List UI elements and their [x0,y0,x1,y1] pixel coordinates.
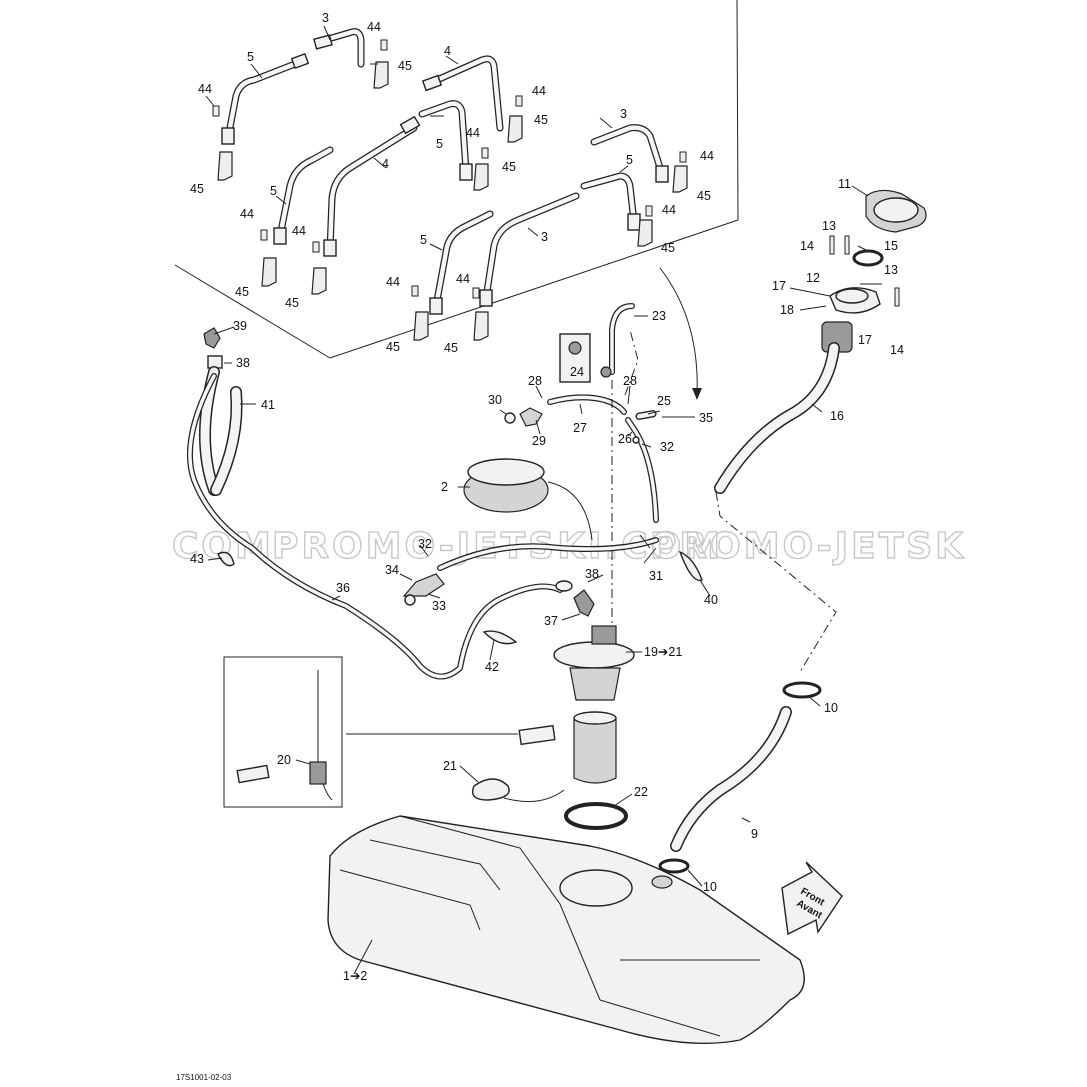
callout-20: 20 [277,753,291,767]
callout-29: 29 [532,434,546,448]
callout-44: 44 [240,207,254,221]
callout-21: 21 [443,759,457,773]
callout-28: 28 [623,374,637,388]
fuel-tank-straps [212,28,688,341]
watermark-right: PROMO-JETSK [650,526,966,567]
callout-45: 45 [697,189,711,203]
callout-5: 5 [436,137,443,151]
strap-inset-arrow [659,267,698,396]
callout-44: 44 [700,149,714,163]
callout-37: 37 [544,614,558,628]
callout-3: 3 [541,230,548,244]
callout-5: 5 [420,233,427,247]
callout-18: 18 [780,303,794,317]
callout-45: 45 [285,296,299,310]
callout-44: 44 [198,82,212,96]
callout-38: 38 [585,567,599,581]
callout-45: 45 [661,241,675,255]
callout-26: 26 [618,432,632,446]
callout-45: 45 [444,341,458,355]
callout-10: 10 [824,701,838,715]
callout-5: 5 [626,153,633,167]
callout-24: 24 [570,365,584,379]
callout-38: 38 [236,356,250,370]
callout-12: 12 [806,271,820,285]
callout-45: 45 [502,160,516,174]
lock-ring [463,458,593,541]
callout-34: 34 [385,563,399,577]
callout-2: 2 [441,480,448,494]
callout-23: 23 [652,309,666,323]
callout-27: 27 [573,421,587,435]
callout-45: 45 [386,340,400,354]
watermark: COM PROMO-JETSKI.COM PROMO-JETSK [171,525,966,567]
callout-5: 5 [270,184,277,198]
fuel-hoses-left [186,327,703,680]
callout-16: 16 [830,409,844,423]
callout-13: 13 [822,219,836,233]
callout-44: 44 [532,84,546,98]
filler-tube [714,342,840,494]
callout-45: 45 [190,182,204,196]
callout-45: 45 [235,285,249,299]
callout-36: 36 [336,581,350,595]
callout-28: 28 [528,374,542,388]
fuel-pump-module [346,625,635,830]
strap-inset-outline [174,0,739,359]
fuel-tank [327,815,805,1045]
callout-19-21: 19➔21 [644,645,682,659]
callout-32: 32 [418,537,432,551]
callout-9: 9 [751,827,758,841]
callout-4: 4 [444,44,451,58]
callout-35: 35 [699,411,713,425]
callout-31: 31 [649,569,663,583]
callout-25: 25 [657,394,671,408]
centerline-vent [624,329,639,396]
callout-33: 33 [432,599,446,613]
callout-39: 39 [233,319,247,333]
callout-22: 22 [634,785,648,799]
callout-14: 14 [890,343,904,357]
callout-3: 3 [322,11,329,25]
fuel-level-sender-inset [223,656,343,808]
drawing-code: 17S1001-02-03 [176,1073,232,1082]
callout-44: 44 [456,272,470,286]
callout-44: 44 [292,224,306,238]
leader-lines [205,25,882,975]
filler-cap-assembly [821,189,927,353]
centerline-filler [715,491,837,673]
callout-40: 40 [704,593,718,607]
callout-labels: 3 44 45 5 44 45 4 44 45 44 5 45 5 4 3 44… [190,11,904,983]
callout-32: 32 [660,440,674,454]
callout-44: 44 [466,126,480,140]
callout-44: 44 [662,203,676,217]
callout-3: 3 [620,107,627,121]
callout-15: 15 [884,239,898,253]
callout-41: 41 [261,398,275,412]
callout-42: 42 [485,660,499,674]
callout-45: 45 [534,113,548,127]
front-arrow: Front Avant [781,861,843,936]
callout-43: 43 [190,552,204,566]
callout-14: 14 [800,239,814,253]
callout-45: 45 [398,59,412,73]
callout-30: 30 [488,393,502,407]
callout-5: 5 [247,50,254,64]
callout-17: 17 [772,279,786,293]
callout-44: 44 [367,20,381,34]
callout-4: 4 [382,157,389,171]
callout-17: 17 [858,333,872,347]
callout-13: 13 [884,263,898,277]
filler-hose-lower [658,681,822,874]
callout-1-2: 1➔2 [343,969,367,983]
callout-10: 10 [703,880,717,894]
callout-44: 44 [386,275,400,289]
callout-11: 11 [838,177,851,191]
